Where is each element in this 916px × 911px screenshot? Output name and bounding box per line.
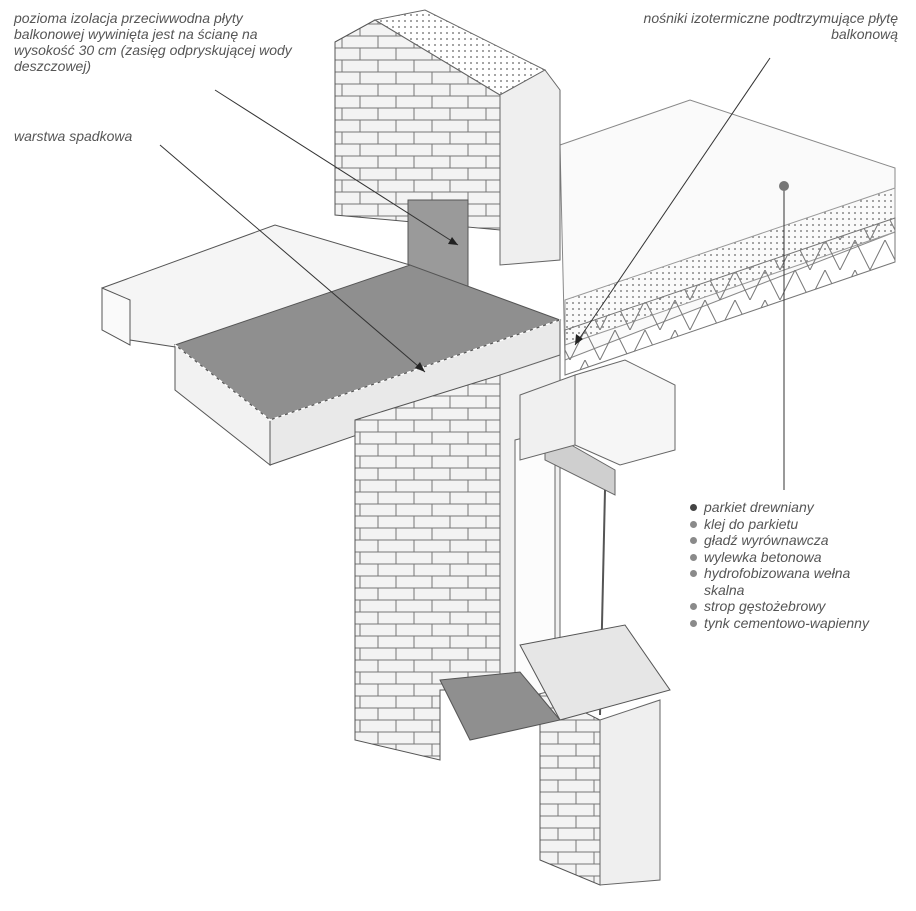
annotation-isothermal-supports: nośniki izotermiczne podtrzymujące płytę… bbox=[643, 10, 898, 42]
arrowhead-slope bbox=[415, 362, 425, 372]
bullet-icon bbox=[690, 553, 697, 561]
layer-label: parkiet drewniany bbox=[704, 499, 814, 515]
bullet-icon bbox=[690, 537, 697, 544]
arrowhead-top-left bbox=[448, 237, 458, 245]
layer-label: strop gęstożebrowy bbox=[704, 598, 826, 614]
layer-label: klej do parkietu bbox=[704, 515, 799, 532]
layer-item: klej do parkietu bbox=[690, 516, 894, 533]
layer-item: hydrofobizowana wełna skalna bbox=[690, 565, 894, 598]
layers-marker bbox=[779, 181, 789, 191]
layer-item: strop gęstożebrowy bbox=[690, 598, 894, 615]
layer-item: parkiet drewniany bbox=[690, 499, 894, 516]
layer-item: gładź wyrównawcza bbox=[690, 532, 894, 549]
upper-wall bbox=[334, 9, 561, 296]
bullet-icon bbox=[690, 570, 697, 577]
callout-lines bbox=[159, 57, 785, 490]
layer-label: hydrofobizowana wełna skalna bbox=[704, 565, 851, 598]
layer-item: tynk cementowo-wapienny bbox=[690, 615, 894, 632]
annotation-waterproofing: pozioma izolacja przeciwwodna płyty balk… bbox=[14, 10, 292, 74]
layer-list: parkiet drewniany klej do parkietu gładź… bbox=[690, 499, 894, 631]
layer-label: wylewka betonowa bbox=[704, 548, 822, 565]
bullet-icon bbox=[690, 619, 697, 627]
leader-top-right bbox=[574, 57, 771, 346]
arrowhead-top-right bbox=[575, 334, 583, 345]
layer-label: gładź wyrównawcza bbox=[704, 532, 829, 548]
bullet-icon bbox=[690, 504, 697, 511]
leader-top-left bbox=[214, 89, 459, 246]
bullet-icon bbox=[690, 520, 697, 528]
layer-label: tynk cementowo-wapienny bbox=[704, 614, 869, 631]
balcony-slab bbox=[101, 224, 562, 467]
layer-item: wylewka betonowa bbox=[690, 549, 894, 566]
floor-slab bbox=[559, 99, 896, 376]
annotation-slope-layer: warstwa spadkowa bbox=[14, 128, 133, 144]
beam bbox=[519, 359, 676, 466]
bullet-icon bbox=[690, 603, 697, 610]
leader-slope bbox=[159, 144, 426, 373]
